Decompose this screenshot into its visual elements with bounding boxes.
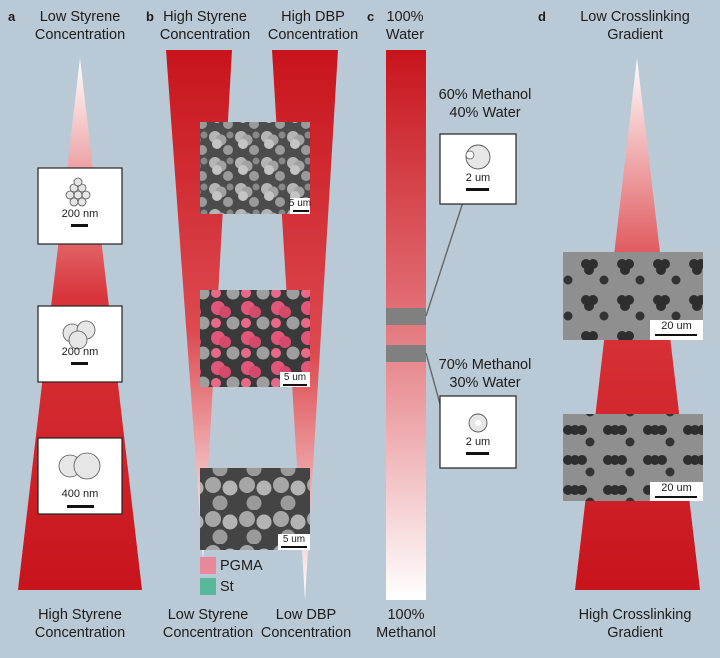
panel-b-micrograph-3-scale-label: 5 um: [282, 534, 306, 545]
panel-c-callout-2-connector: [425, 352, 441, 405]
panel-a-inset-1-scale-label: 200 nm: [61, 208, 99, 220]
panel-b-micrograph-2-scale-label: 5 um: [283, 372, 307, 383]
panel-b-micrograph-3: [200, 468, 310, 550]
panel-c-top-label: 100%Water: [385, 9, 425, 43]
panel-a-letter: a: [8, 9, 16, 24]
panel-c-bottom-label: 100%Methanol: [376, 607, 436, 641]
panel-b-micrograph-2: [200, 290, 310, 387]
panel-b-micrograph-1-scale-label: 5 um: [288, 198, 312, 209]
panel-a-inset-1: [37, 167, 123, 245]
panel-c-callout-2-box: [439, 395, 517, 469]
panel-a-inset-3: [37, 437, 123, 515]
panel-d-micrograph-1: [563, 252, 703, 340]
panel-b-micrograph-1: [200, 122, 310, 214]
panel-c-band-2: [386, 345, 426, 362]
pgma-legend-swatch: [200, 557, 216, 574]
panel-c-callout-2-scale-label: 2 um: [465, 436, 491, 448]
panel-c-band-1: [386, 308, 426, 325]
panel-d-micrograph-2-scale-label: 20 um: [661, 482, 692, 494]
panel-d-micrograph-1-scale-label: 20 um: [661, 320, 692, 332]
panel-c-callout-1-scale-label: 2 um: [465, 172, 491, 184]
panel-b-letter: b: [146, 9, 154, 24]
panel-c-callout-1-connector: [425, 198, 465, 317]
panel-a-inset-2-scale-label: 200 nm: [61, 346, 99, 358]
pgma-legend-label: PGMA: [220, 558, 263, 574]
st-legend-label: St: [220, 579, 234, 595]
panel-c-callout-1-box: [439, 133, 517, 205]
panel-c-letter: c: [367, 9, 375, 24]
panel-d-letter: d: [538, 9, 546, 24]
panel-d-micrograph-2: [563, 414, 703, 501]
st-legend-swatch: [200, 578, 216, 595]
panel-a-inset-2: [37, 305, 123, 383]
panel-a-inset-3-scale-label: 400 nm: [61, 488, 99, 500]
